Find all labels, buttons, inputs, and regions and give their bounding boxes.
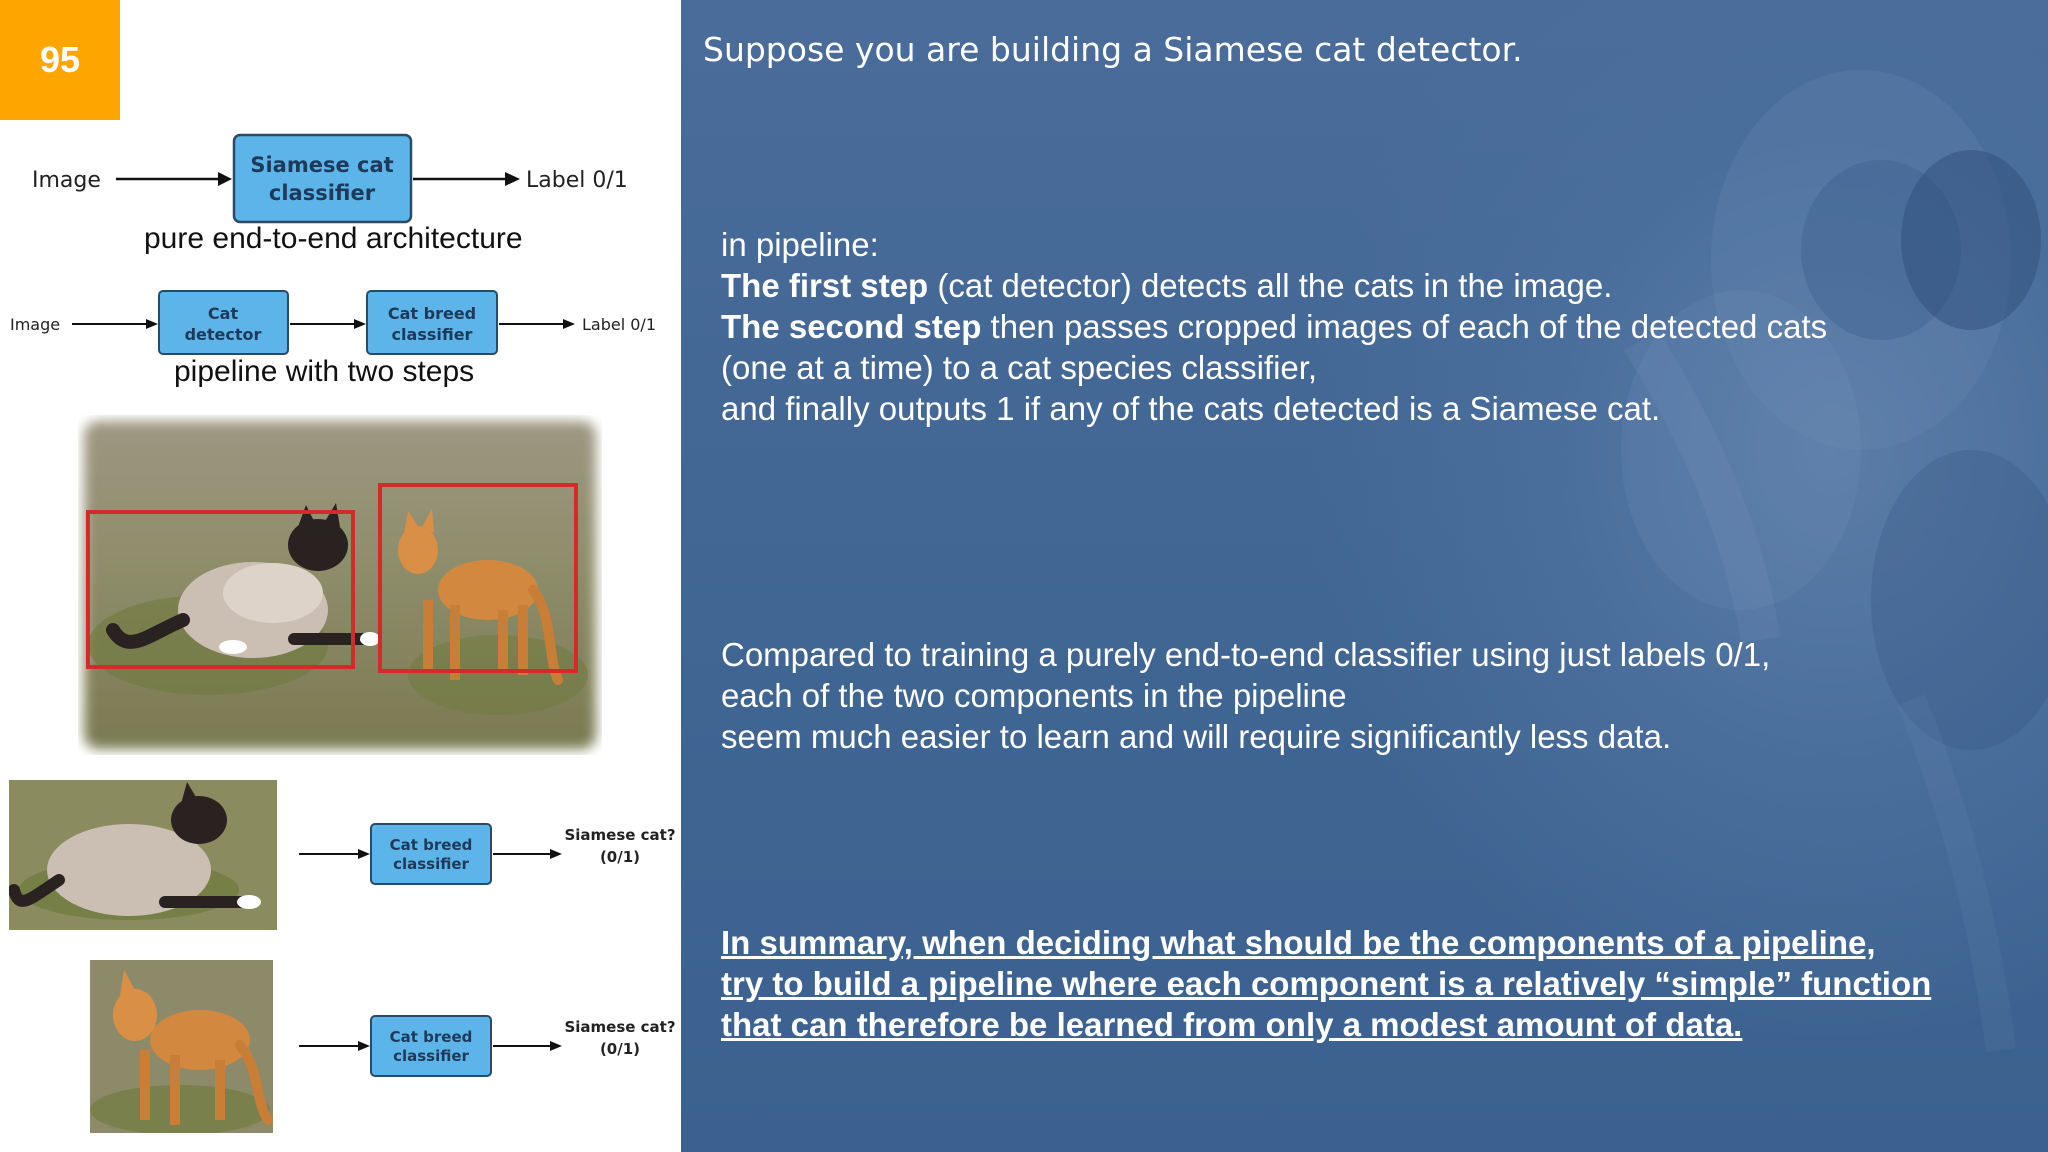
bounding-box-siamese xyxy=(86,510,355,669)
comparison-line-1: Compared to training a purely end-to-end… xyxy=(721,636,1771,673)
diagram1-input-label: Image xyxy=(32,168,101,193)
pipeline-intro: in pipeline: xyxy=(721,226,879,263)
left-panel: 95 Image Siamese cat classifier Label 0/… xyxy=(0,0,681,1152)
end-to-end-caption: pure end-to-end architecture xyxy=(144,222,523,255)
diagram1-output-label: Label 0/1 xyxy=(526,168,628,193)
second-step-line: The second step then passes cropped imag… xyxy=(721,306,1827,347)
siamese-crop-photo xyxy=(9,780,277,930)
pipeline-caption: pipeline with two steps xyxy=(174,355,475,388)
first-step-text: (cat detector) detects all the cats in t… xyxy=(928,267,1613,304)
second-step-label: The second step xyxy=(721,308,982,345)
cat-detector-box xyxy=(158,290,289,355)
cats-photo xyxy=(84,421,596,749)
summary-line-1: In summary, when deciding what should be… xyxy=(721,924,1876,961)
pipeline-description: in pipeline: The first step (cat detecto… xyxy=(721,224,1827,429)
bounding-box-orange xyxy=(378,483,578,673)
end-to-end-diagram: Image Siamese cat classifier Label 0/1 xyxy=(32,133,628,224)
cat-detector-line1: Cat xyxy=(208,304,239,323)
crop-row-2-diagram: Cat breed classifier Siamese cat? (0/1) xyxy=(299,1015,676,1077)
diagram2-input-label: Image xyxy=(10,315,60,334)
right-panel: Suppose you are building a Siamese cat d… xyxy=(681,0,2048,1152)
slide-number-badge: 95 xyxy=(0,0,120,120)
crop-row-2-output-line1: Siamese cat? xyxy=(564,1018,675,1036)
diagram2-output-label: Label 0/1 xyxy=(582,315,656,334)
first-step-label: The first step xyxy=(721,267,929,304)
crop-row-1-box-line1: Cat breed xyxy=(390,836,473,854)
pipeline-diagram: Image Cat detector Cat breed classifier … xyxy=(10,290,656,355)
crop-row-1-output-line2: (0/1) xyxy=(600,848,640,866)
comparison-line-2: each of the two components in the pipeli… xyxy=(721,677,1347,714)
crop-row-1-classifier-box xyxy=(370,823,492,885)
orange-cat-figure xyxy=(398,509,563,685)
crop-row-2-output-line2: (0/1) xyxy=(600,1040,640,1058)
siamese-classifier-line2: classifier xyxy=(269,181,376,205)
siamese-classifier-box xyxy=(232,133,413,224)
cat-breed-line2: classifier xyxy=(392,325,473,344)
siamese-cat-figure xyxy=(106,503,380,658)
cat-detector-line2: detector xyxy=(185,325,262,344)
summary-paragraph: In summary, when deciding what should be… xyxy=(721,922,2031,1045)
crop-row-1-diagram: Cat breed classifier Siamese cat? (0/1) xyxy=(299,823,676,885)
pipeline-line-4: (one at a time) to a cat species classif… xyxy=(721,349,1318,386)
comparison-line-3: seem much easier to learn and will requi… xyxy=(721,718,1672,755)
orange-crop-photo xyxy=(90,960,273,1133)
crop-row-2-box-line2: classifier xyxy=(393,1047,469,1065)
crop-row-2-classifier-box xyxy=(370,1015,492,1077)
siamese-classifier-line1: Siamese cat xyxy=(250,153,393,177)
second-step-text: then passes cropped images of each of th… xyxy=(981,308,1828,345)
cat-breed-line1: Cat breed xyxy=(388,304,476,323)
crop-row-1-output-line1: Siamese cat? xyxy=(564,826,675,844)
pipeline-line-5: and finally outputs 1 if any of the cats… xyxy=(721,390,1661,427)
slide-title: Suppose you are building a Siamese cat d… xyxy=(703,30,1523,69)
summary-line-2: try to build a pipeline where each compo… xyxy=(721,965,1932,1002)
crop-row-2-box-line1: Cat breed xyxy=(390,1028,473,1046)
robot-background-art xyxy=(1621,70,2048,1052)
crop-row-1-box-line2: classifier xyxy=(393,855,469,873)
summary-line-3: that can therefore be learned from only … xyxy=(721,1006,1743,1043)
cat-breed-classifier-box xyxy=(366,290,498,355)
first-step-line: The first step (cat detector) detects al… xyxy=(721,265,1827,306)
comparison-paragraph: Compared to training a purely end-to-end… xyxy=(721,634,1770,757)
